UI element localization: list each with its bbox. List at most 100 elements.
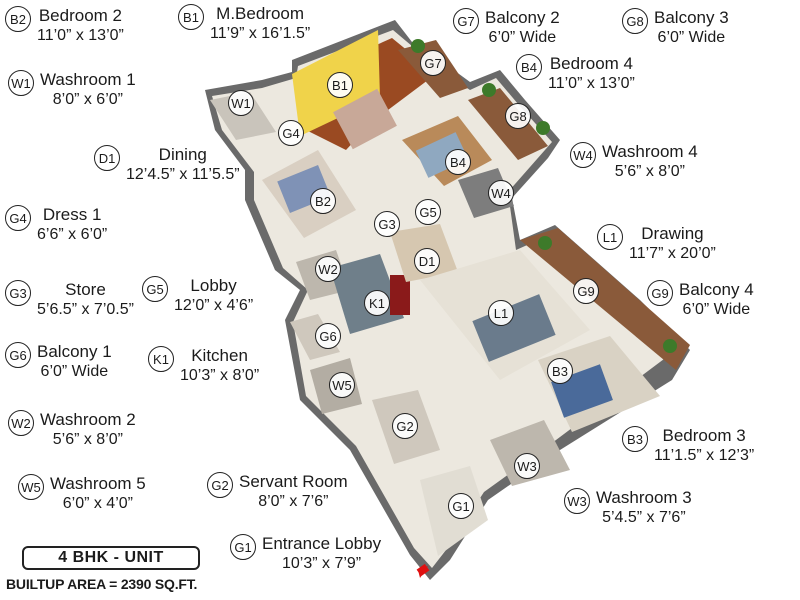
legend-name: Washroom 1 [40, 70, 136, 89]
legend-code: B1 [178, 4, 204, 30]
unit-type-badge: 4 BHK - UNIT [22, 546, 200, 570]
legend-dim: 6’0” Wide [682, 301, 751, 318]
room-marker: G9 [573, 278, 599, 304]
builtup-area-text: BUILTUP AREA = 2390 SQ.FT. [6, 576, 198, 592]
room-marker: G7 [420, 50, 446, 76]
room-marker: G5 [415, 199, 441, 225]
legend-name: Washroom 5 [50, 474, 146, 493]
sofa-set [472, 294, 556, 362]
legend-washroom-1: W1 Washroom 1 8’0” x 6’0” [8, 70, 136, 110]
legend-store: G3 Store 5’6.5” x 7’0.5” [5, 280, 134, 320]
legend-washroom-4: W4 Washroom 4 5’6” x 8’0” [570, 142, 698, 182]
room-marker: W2 [315, 256, 341, 282]
legend-dim: 6’0” Wide [488, 29, 557, 46]
balcony-g9 [520, 228, 690, 370]
plant-icon [538, 236, 552, 250]
plant-icon [411, 39, 425, 53]
room-marker: G4 [278, 120, 304, 146]
room-marker: L1 [488, 300, 514, 326]
legend-dim: 10’3” x 7’9” [281, 555, 362, 572]
legend-code: L1 [597, 224, 623, 250]
legend-dim: 10’3” x 8’0” [180, 367, 260, 384]
legend-code: G2 [207, 472, 233, 498]
room-marker: B2 [310, 188, 336, 214]
legend-name: Bedroom 3 [662, 426, 746, 445]
legend-code: D1 [94, 145, 120, 171]
legend-dim: 11’9” x 16’1.5” [210, 25, 311, 42]
room-marker: B3 [547, 358, 573, 384]
legend-dim: 6’0” x 4’0” [62, 495, 133, 512]
bed-b4 [415, 132, 469, 178]
legend-dim: 5’6” x 8’0” [52, 431, 123, 448]
legend-name: M.Bedroom [216, 4, 305, 23]
room-marker: K1 [364, 290, 390, 316]
legend-dim: 6’0” Wide [657, 29, 726, 46]
room-marker: G3 [374, 211, 400, 237]
legend-code: G9 [647, 280, 673, 306]
legend-bedroom-4: B4 Bedroom 4 11’0” x 13’0” [516, 54, 635, 94]
legend-dim: 6’0” Wide [40, 363, 109, 380]
room-marker: G6 [315, 323, 341, 349]
legend-dress-1: G4 Dress 1 6’6” x 6’0” [5, 205, 107, 245]
legend-balcony-2: G7 Balcony 2 6’0” Wide [453, 8, 560, 48]
legend-dim: 6’6” x 6’0” [37, 226, 108, 243]
legend-code: G5 [142, 276, 168, 302]
legend-dining: D1 Dining 12’4.5” x 11’5.5” [94, 145, 240, 185]
legend-name: Servant Room [239, 472, 348, 491]
plant-icon [663, 339, 677, 353]
legend-name: Store [65, 280, 106, 299]
legend-name: Entrance Lobby [262, 534, 382, 553]
legend-dim: 11’1.5” x 12’3” [654, 447, 755, 464]
legend-name: Bedroom 2 [38, 6, 123, 25]
legend-balcony-4: G9 Balcony 4 6’0” Wide [647, 280, 754, 320]
plant-icon [536, 121, 550, 135]
legend-code: W3 [564, 488, 590, 514]
room-marker: D1 [414, 248, 440, 274]
legend-name: Dress 1 [42, 205, 102, 224]
plant-icon [482, 83, 496, 97]
room-washroom-1 [210, 92, 276, 140]
legend-name: Balcony 2 [485, 8, 560, 27]
legend-code: W5 [18, 474, 44, 500]
room-marker: G1 [448, 493, 474, 519]
legend-code: G3 [5, 280, 31, 306]
legend-code: B3 [622, 426, 648, 452]
legend-code: W4 [570, 142, 596, 168]
legend-code: K1 [148, 346, 174, 372]
room-marker: B4 [445, 149, 471, 175]
legend-code: W2 [8, 410, 34, 436]
legend-name: Dining [158, 145, 207, 164]
legend-name: Balcony 4 [679, 280, 754, 299]
legend-name: Bedroom 4 [549, 54, 634, 73]
legend-dim: 5’6” x 8’0” [614, 163, 685, 180]
legend-code: G4 [5, 205, 31, 231]
legend-dim: 5’4.5” x 7’6” [602, 509, 686, 526]
legend-dim: 5’6.5” x 7’0.5” [37, 301, 134, 318]
legend-dim: 11’0” x 13’0” [548, 75, 635, 92]
legend-code: B4 [516, 54, 542, 80]
legend-dim: 12’4.5” x 11’5.5” [126, 166, 240, 183]
room-marker: G2 [392, 413, 418, 439]
legend-name: Lobby [190, 276, 237, 295]
room-marker: W4 [488, 180, 514, 206]
room-marker: W3 [514, 453, 540, 479]
legend-name: Washroom 4 [602, 142, 698, 161]
legend-bedroom-3: B3 Bedroom 3 11’1.5” x 12’3” [622, 426, 754, 466]
legend-dim: 12’0” x 4’6” [174, 297, 254, 314]
legend-code: W1 [8, 70, 34, 96]
legend-name: Balcony 1 [37, 342, 112, 361]
legend-dim: 8’0” x 6’0” [52, 91, 123, 108]
legend-dim: 11’7” x 20’0” [629, 245, 716, 262]
room-marker: W5 [329, 372, 355, 398]
legend-code: G7 [453, 8, 479, 34]
